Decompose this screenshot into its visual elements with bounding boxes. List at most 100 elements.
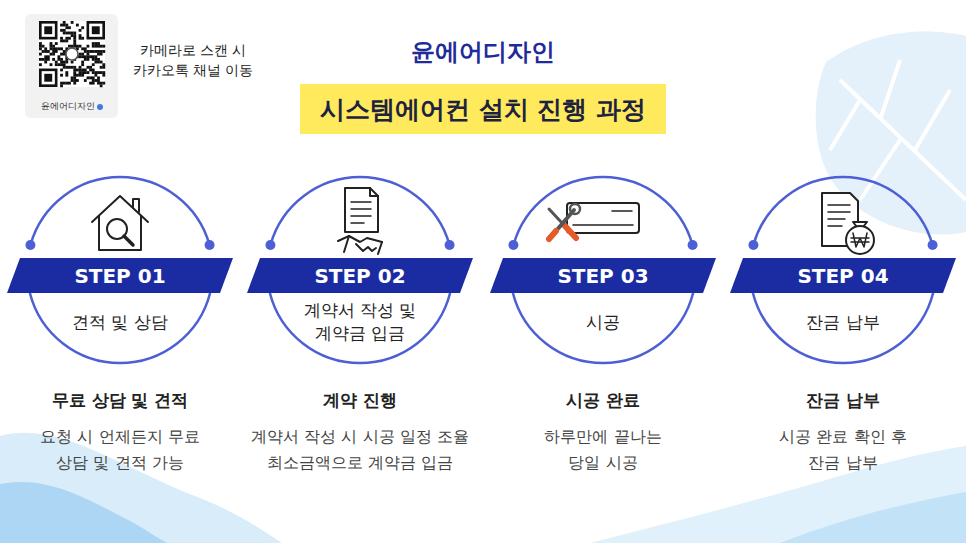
qr-module <box>65 61 68 64</box>
qr-module <box>73 79 76 82</box>
qr-module <box>71 61 74 64</box>
qr-module <box>79 74 82 77</box>
qr-module <box>87 50 90 53</box>
band-fill <box>247 258 473 293</box>
qr-module <box>79 71 82 74</box>
qr-module <box>65 66 68 69</box>
arc-end-dot <box>205 240 215 250</box>
qr-module <box>84 50 87 53</box>
qr-module <box>81 71 84 74</box>
qr-module <box>65 26 68 29</box>
qr-module <box>84 69 87 72</box>
qr-module <box>71 21 74 24</box>
qr-module <box>92 82 95 85</box>
qr-module <box>92 42 95 45</box>
qr-module <box>73 45 76 48</box>
arc-end-dot <box>928 240 938 250</box>
qr-module <box>52 47 55 50</box>
step-title: 견적 및 상담 <box>72 311 168 334</box>
wave-shape <box>0 482 168 543</box>
qr-module <box>60 47 63 50</box>
qr-module <box>68 32 71 35</box>
step-description: 시공 완료 확인 후 잔금 납부 <box>768 424 918 476</box>
qr-module <box>92 45 95 48</box>
qr-module <box>89 69 92 72</box>
qr-module <box>55 47 58 50</box>
qr-module <box>73 37 76 40</box>
qr-module <box>94 50 97 53</box>
qr-card: 윤에어디자인 <box>25 14 118 118</box>
qr-module <box>76 74 79 77</box>
qr-module <box>94 58 97 61</box>
qr-module <box>97 58 100 61</box>
step-title: 계약서 작성 및 계약금 입금 <box>290 299 430 345</box>
qr-module <box>47 55 50 58</box>
qr-module <box>79 34 82 37</box>
qr-module <box>87 55 90 58</box>
step-band: STEP 04 <box>730 258 956 293</box>
qr-module <box>92 55 95 58</box>
qr-module <box>65 74 68 77</box>
step-number: STEP 02 <box>314 264 405 288</box>
leaf-veins <box>830 60 966 200</box>
qr-module <box>79 37 82 40</box>
qr-module <box>73 32 76 35</box>
qr-module <box>94 45 97 48</box>
qr-module <box>39 53 42 56</box>
wrench-shaft <box>550 210 574 238</box>
qr-module <box>65 82 68 85</box>
qr-module <box>65 71 68 74</box>
handshake-arms <box>338 236 382 242</box>
qr-code <box>39 21 105 87</box>
step-title: 시공 <box>586 311 620 334</box>
qr-module <box>60 58 63 61</box>
qr-module <box>65 24 68 27</box>
qr-module <box>81 55 84 58</box>
wave-shape <box>780 492 966 543</box>
qr-module <box>63 61 66 64</box>
qr-module <box>63 29 66 32</box>
qr-module <box>39 45 42 48</box>
bill-lines <box>828 205 850 226</box>
qr-module <box>84 55 87 58</box>
step-circle: 시공 STEP 03 <box>508 175 698 365</box>
step-title: 잔금 납부 <box>806 311 879 334</box>
qr-module <box>100 84 103 87</box>
circle-arc <box>753 293 933 363</box>
badge-dot <box>97 104 103 110</box>
qr-module <box>73 66 76 69</box>
qr-module <box>94 71 97 74</box>
qr-module <box>50 45 53 48</box>
text-holder: 견적 및 상담 <box>50 297 190 347</box>
step-number: STEP 03 <box>557 264 648 288</box>
qr-module <box>97 71 100 74</box>
qr-module <box>97 61 100 64</box>
subtitle-text: 시스템에어컨 설치 진행 과정 <box>320 93 646 126</box>
qr-module <box>60 82 63 85</box>
circle-arc <box>270 177 449 245</box>
circle-arc <box>513 177 692 245</box>
qr-module <box>81 53 84 56</box>
qr-module <box>76 24 79 27</box>
money-bag <box>846 226 874 254</box>
qr-module <box>89 50 92 53</box>
qr-module <box>68 26 71 29</box>
qr-module <box>73 74 76 77</box>
text-holder: 시공 <box>533 297 673 347</box>
qr-module <box>55 61 58 64</box>
qr-module <box>89 76 92 79</box>
circle-arc <box>270 293 450 363</box>
qr-module <box>84 47 87 50</box>
arc-end-dot <box>688 240 698 250</box>
qr-module <box>50 53 53 56</box>
step-heading: 시공 완료 <box>493 388 713 412</box>
house-body <box>99 216 141 250</box>
circle-arc <box>753 177 932 245</box>
qr-module <box>76 45 79 48</box>
qr-module <box>79 55 82 58</box>
qr-module <box>57 63 60 66</box>
qr-module <box>81 37 84 40</box>
qr-module <box>71 79 74 82</box>
qr-module <box>92 63 95 66</box>
